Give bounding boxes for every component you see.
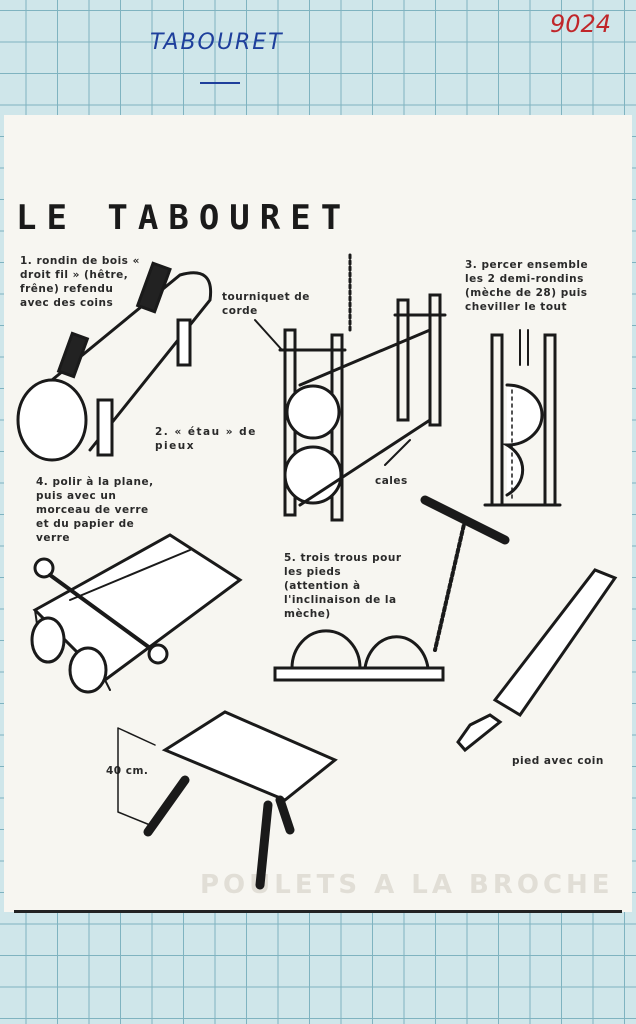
auger-illustration (273, 495, 510, 682)
handwritten-underline (200, 82, 240, 84)
split-log-illustration (16, 261, 213, 462)
show-through-text: POULETS A LA BROCHE (200, 870, 614, 900)
article-heading: LE TABOURET (16, 198, 352, 238)
plane-illustration (30, 533, 243, 694)
article-bottom-rule (14, 910, 622, 913)
vise-illustration (254, 253, 447, 522)
caption-step-4: 4. polir à la plane, puis avec un morcea… (36, 476, 154, 544)
handwritten-title: TABOURET (150, 30, 284, 55)
caption-tourniquet: tourniquet de corde (222, 291, 310, 317)
caption-step-2: 2. « étau » de pieux (155, 426, 257, 452)
clipped-article (4, 115, 632, 912)
caption-foot: pied avec coin (512, 755, 604, 767)
caption-cales: cales (375, 475, 408, 487)
finished-stool-illustration (117, 710, 338, 890)
caption-step-1: 1. rondin de bois « droit fil » (hêtre, … (20, 255, 140, 309)
caption-step-3: 3. percer ensemble les 2 demi-rondins (m… (465, 259, 589, 313)
caption-step-5: 5. trois trous pour les pieds (attention… (284, 552, 402, 620)
caption-height: 40 cm. (106, 765, 149, 777)
handwritten-page-number: 9024 (550, 10, 612, 38)
foot-wedge-illustration (456, 568, 618, 753)
drilling-illustration (483, 329, 562, 507)
